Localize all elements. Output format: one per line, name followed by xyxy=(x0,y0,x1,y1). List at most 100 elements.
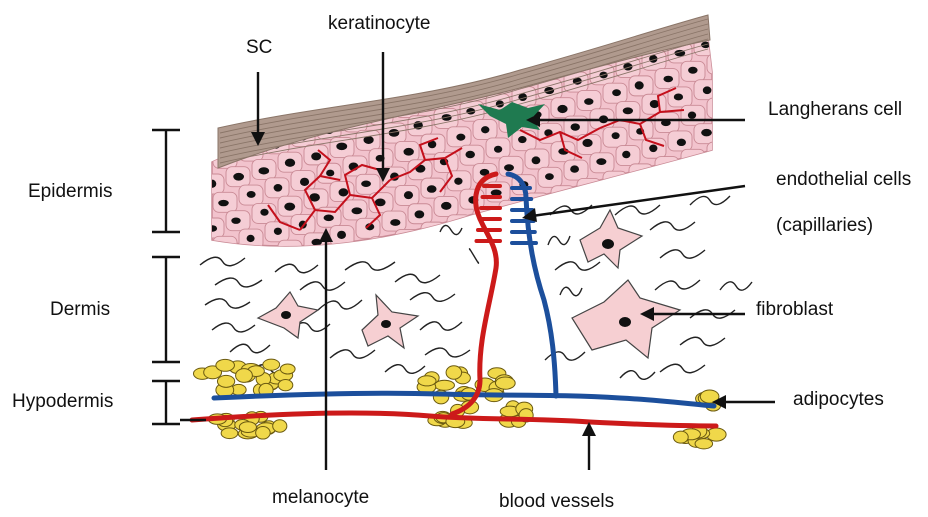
cell-nucleus xyxy=(336,143,347,151)
cell-nucleus xyxy=(532,156,541,164)
cell-nucleus xyxy=(389,86,399,93)
cell-nucleus xyxy=(441,202,451,210)
cell-nucleus xyxy=(273,273,282,281)
keratinocyte-cell xyxy=(551,186,575,206)
cell-nucleus xyxy=(570,165,579,172)
adipocyte xyxy=(239,422,256,433)
epidermis-bracket xyxy=(152,130,180,232)
keratinocyte-cell xyxy=(707,10,731,30)
cell-nucleus xyxy=(584,185,594,192)
cell-nucleus xyxy=(220,287,228,294)
cell-nucleus xyxy=(390,219,400,226)
adipocyte xyxy=(221,428,238,439)
label-melanocyte: melanocyte xyxy=(272,488,369,507)
cell-nucleus xyxy=(353,249,361,257)
cell-nucleus xyxy=(403,148,413,156)
label-fibroblast: fibroblast xyxy=(756,300,833,319)
adipocyte xyxy=(280,364,295,374)
keratinocyte-cell xyxy=(434,64,458,84)
cell-nucleus xyxy=(688,112,696,119)
collagen-fiber xyxy=(660,364,705,373)
keratinocyte-cell xyxy=(629,164,653,184)
arrow-melanocyte xyxy=(319,228,333,470)
collagen-fiber xyxy=(650,222,695,230)
cell-nucleus xyxy=(622,151,630,159)
cell-nucleus xyxy=(324,215,334,222)
cell-nucleus xyxy=(467,63,475,71)
adipocyte xyxy=(495,377,515,389)
cell-nucleus xyxy=(300,178,309,186)
cell-nucleus xyxy=(284,203,295,211)
cell-nucleus xyxy=(426,228,436,235)
adipocyte xyxy=(263,359,280,370)
collagen-fiber xyxy=(318,300,362,310)
cell-nucleus xyxy=(247,235,255,242)
keratinocyte-cell xyxy=(681,149,705,169)
collagen-fiber xyxy=(230,344,270,353)
keratinocyte-cell xyxy=(590,21,614,41)
cell-nucleus xyxy=(427,185,437,193)
adipocyte xyxy=(273,420,287,432)
cell-nucleus xyxy=(712,104,722,112)
keratinocyte-cell xyxy=(655,157,679,177)
cell-nucleus xyxy=(544,41,553,48)
adipocyte xyxy=(217,375,234,387)
cell-nucleus xyxy=(714,16,724,24)
cell-nucleus xyxy=(208,137,216,144)
collagen-fiber xyxy=(470,249,479,263)
keratinocyte-cell xyxy=(668,0,692,19)
keratinocyte-cell xyxy=(447,215,471,235)
cell-nucleus xyxy=(259,167,270,174)
cell-nucleus xyxy=(518,136,526,143)
keratinocyte-cell xyxy=(512,43,536,63)
cell-nucleus xyxy=(713,61,723,68)
keratinocyte-cell xyxy=(239,273,263,293)
cell-nucleus xyxy=(442,70,450,78)
adipocyte xyxy=(673,431,688,443)
arrow-adipocytes xyxy=(712,395,775,409)
collagen-fiber xyxy=(205,299,250,308)
collagen-fiber xyxy=(440,225,462,234)
cell-nucleus xyxy=(379,245,388,252)
collagen-fiber xyxy=(212,323,255,332)
cell-nucleus xyxy=(612,132,620,139)
cell-nucleus xyxy=(247,191,256,198)
cell-nucleus xyxy=(599,27,608,34)
adipocyte-clusters xyxy=(193,359,726,449)
collagen-fiber xyxy=(425,348,470,357)
keratinocyte-cell xyxy=(369,237,393,257)
keratinocyte-cell xyxy=(421,222,445,242)
adipocyte xyxy=(256,427,271,440)
cell-nucleus xyxy=(311,152,321,160)
cell-nucleus xyxy=(403,235,413,243)
cell-nucleus xyxy=(688,67,697,74)
collagen-fiber xyxy=(720,282,752,290)
cell-nucleus xyxy=(703,0,713,7)
cell-nucleus xyxy=(623,21,632,28)
cell-nucleus xyxy=(414,80,423,87)
keratinocyte-cell xyxy=(343,244,367,264)
keratinocyte-cell xyxy=(642,6,666,26)
cell-nucleus xyxy=(456,134,465,141)
collagen-fiber xyxy=(620,371,655,380)
cell-nucleus xyxy=(635,81,644,89)
adipocyte xyxy=(216,359,235,371)
keratinocyte-cell xyxy=(278,240,302,260)
collagen-fiber xyxy=(655,280,700,290)
keratinocyte-cell xyxy=(252,247,276,267)
cell-nucleus xyxy=(375,198,386,206)
cell-nucleus xyxy=(208,225,217,232)
cell-nucleus xyxy=(285,159,295,167)
label-blood-vessels: blood vessels xyxy=(499,492,614,511)
keratinocyte-cell xyxy=(486,50,510,70)
arrow-sc xyxy=(251,72,265,146)
collagen-fiber xyxy=(200,257,245,266)
cell-nucleus xyxy=(233,173,244,181)
cell-nucleus xyxy=(596,158,606,165)
vein-descending xyxy=(508,174,556,396)
arrow-blood-vessels xyxy=(582,422,596,470)
keratinocyte-cell xyxy=(616,14,640,34)
label-dermis: Dermis xyxy=(50,300,110,319)
cell-nucleus xyxy=(208,180,216,188)
keratinocyte-cell xyxy=(317,251,341,271)
